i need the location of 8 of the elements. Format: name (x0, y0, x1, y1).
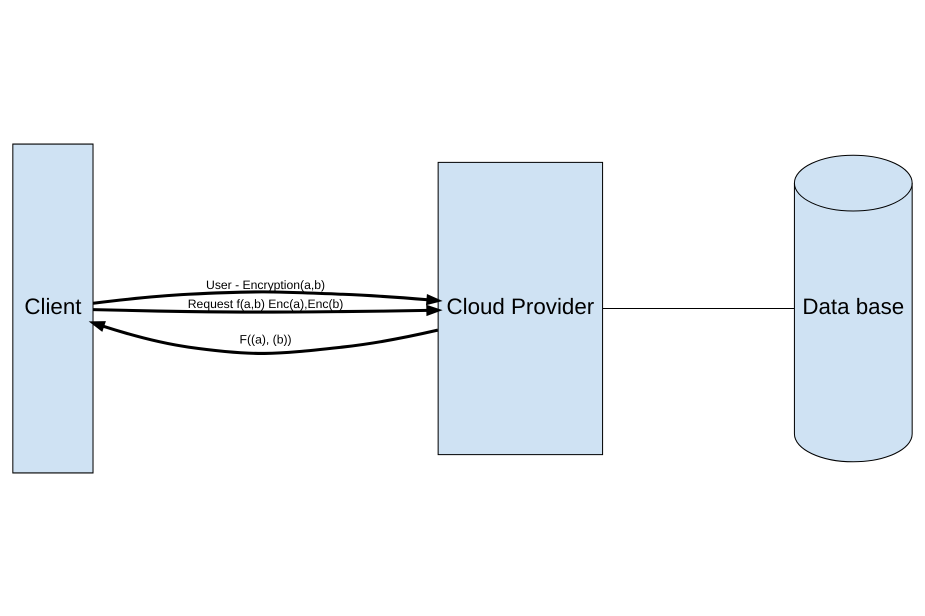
edge-label: Request f(a,b) Enc(a),Enc(b) (188, 296, 344, 311)
edge-label: F((a), (b)) (240, 332, 292, 346)
arrow (93, 304, 443, 316)
arrow (93, 290, 443, 305)
node-box: Cloud Provider (438, 161, 604, 455)
node-box: Client (12, 143, 94, 473)
arrow (88, 320, 438, 354)
edge-label: User - Encryption(a,b) (206, 277, 326, 292)
